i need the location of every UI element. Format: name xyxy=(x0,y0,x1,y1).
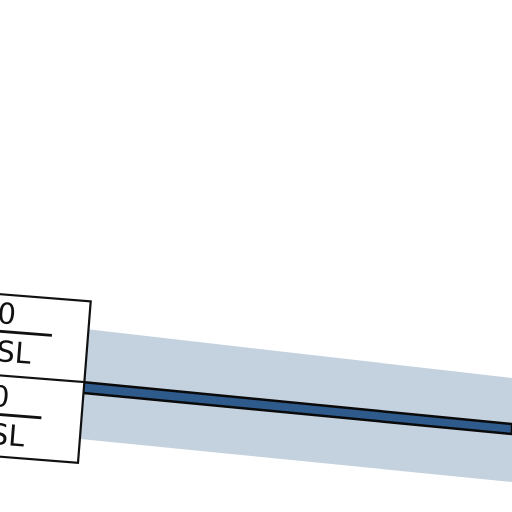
lower-reference-text: SL xyxy=(0,417,26,454)
upper-reference-text: SL xyxy=(0,334,32,371)
lower-limit-text: 0 xyxy=(0,379,11,414)
lower-divider xyxy=(0,409,42,420)
middle-divider xyxy=(0,371,85,384)
airspace-label-box: 0 SL 0 SL xyxy=(0,290,92,465)
route-line xyxy=(0,372,512,436)
upper-divider xyxy=(0,327,53,337)
upper-limit-text: 0 xyxy=(0,296,17,331)
